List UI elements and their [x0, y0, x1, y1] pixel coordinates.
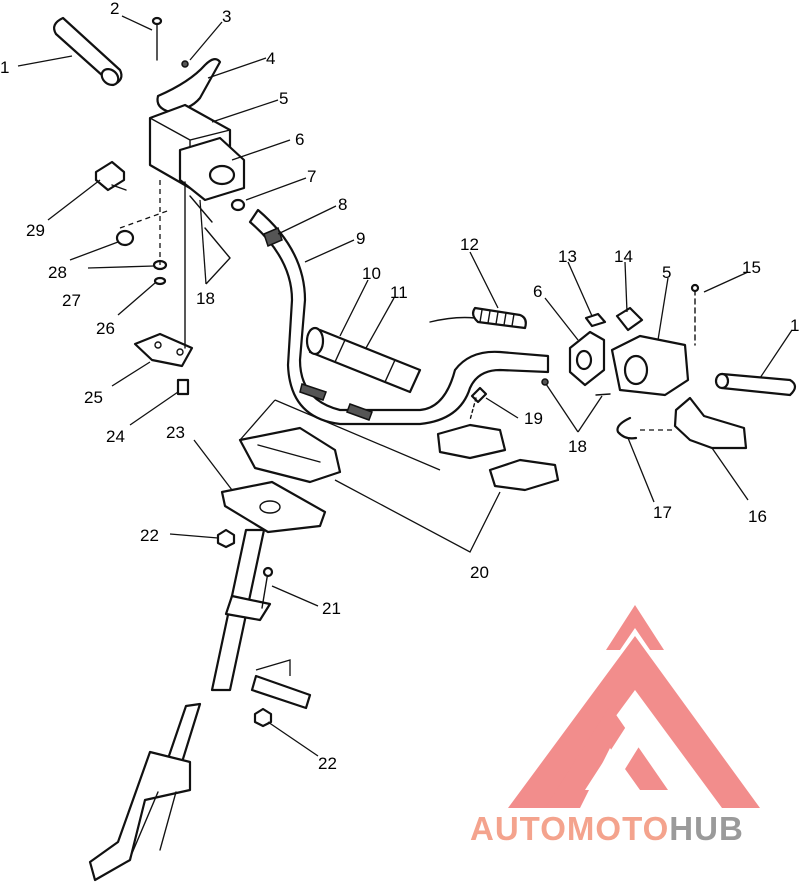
callout-15: 15	[742, 258, 761, 277]
callout-18-right: 18	[568, 437, 587, 456]
part-4-brake-lever	[156, 58, 222, 114]
part-10-11-crossbar-pad	[299, 326, 422, 421]
part-2-screw	[151, 16, 163, 61]
part-17-clip	[616, 416, 638, 440]
part-20-left-clamp	[238, 426, 342, 484]
callout-12: 12	[460, 235, 479, 254]
part-22-nut-lower	[253, 707, 273, 728]
part-7-bushing	[230, 198, 246, 212]
callout-13: 13	[558, 247, 577, 266]
automotohub-logo-icon	[508, 605, 760, 808]
part-5-right-housing	[610, 334, 690, 397]
callout-7: 7	[307, 167, 316, 186]
steering-post	[88, 528, 272, 882]
part-1-left-grip	[53, 16, 123, 87]
callout-1-left: 1	[0, 58, 9, 77]
callout-2: 2	[110, 0, 119, 18]
watermark-moto: MOTO	[567, 810, 669, 847]
part-20-lower-clamp	[488, 458, 560, 492]
callout-29: 29	[26, 221, 45, 240]
callout-6-left: 6	[295, 130, 304, 149]
automotohub-watermark: AUTOMOTOHUB	[470, 810, 744, 847]
part-28-cap	[115, 229, 135, 247]
part-21-bolt	[261, 566, 274, 609]
callout-26: 26	[96, 319, 115, 338]
callout-27: 27	[62, 291, 81, 310]
part-14-part	[615, 306, 644, 332]
callout-11: 11	[390, 283, 408, 302]
part-26-washer	[153, 276, 167, 286]
part-8-clamp	[263, 226, 283, 248]
watermark-auto: AUTO	[470, 810, 567, 847]
callout-6-right: 6	[533, 282, 542, 301]
part-1-right-grip	[714, 372, 797, 397]
callout-20: 20	[470, 563, 489, 582]
callout-24: 24	[106, 427, 125, 446]
callout-22-lower: 22	[318, 754, 337, 773]
callout-25: 25	[84, 388, 103, 407]
part-9-handlebar	[248, 208, 550, 426]
callout-5-left: 5	[279, 89, 288, 108]
callout-23: 23	[166, 423, 185, 442]
part-3-nut	[181, 60, 189, 68]
part-6-throttle-block	[178, 136, 246, 202]
part-12-coil	[429, 306, 527, 330]
callout-17: 17	[653, 503, 672, 522]
part-18-bolts-right	[541, 378, 611, 396]
callout-14: 14	[614, 247, 633, 266]
part-22-nut-upper	[216, 528, 236, 549]
callout-22-upper: 22	[140, 526, 159, 545]
callout-9: 9	[356, 229, 365, 248]
part-19-bolt	[469, 386, 488, 421]
part-13-part	[584, 312, 607, 328]
part-23-mount-plate	[220, 480, 327, 534]
callout-10: 10	[362, 264, 381, 283]
part-20-upper-clamp	[436, 423, 507, 460]
svg-text:AUTOMOTOHUB: AUTOMOTOHUB	[470, 810, 744, 847]
callout-3: 3	[222, 7, 231, 26]
part-16-lever-bracket	[673, 396, 748, 450]
sleeve	[250, 659, 312, 710]
callout-18-left: 18	[196, 289, 215, 308]
callout-8: 8	[338, 195, 347, 214]
callout-28: 28	[48, 263, 67, 282]
part-6-right-block	[568, 330, 606, 387]
callout-5-right: 5	[662, 263, 671, 282]
part-15-screw	[690, 283, 700, 346]
callout-19: 19	[524, 409, 543, 428]
callout-labels: 1 2 3 4 5 6 7 8 9 10 11 12 13 14 5 15 6 …	[0, 0, 799, 773]
callout-21: 21	[322, 599, 341, 618]
callout-1-right: 1	[790, 316, 799, 335]
part-25-clamp-plate	[133, 332, 194, 368]
part-24-bolt	[176, 378, 190, 396]
part-29-switch	[94, 160, 127, 192]
callout-leaders	[17, 15, 793, 757]
watermark-hub: HUB	[669, 810, 744, 847]
callout-16: 16	[748, 507, 767, 526]
callout-4: 4	[266, 49, 275, 68]
